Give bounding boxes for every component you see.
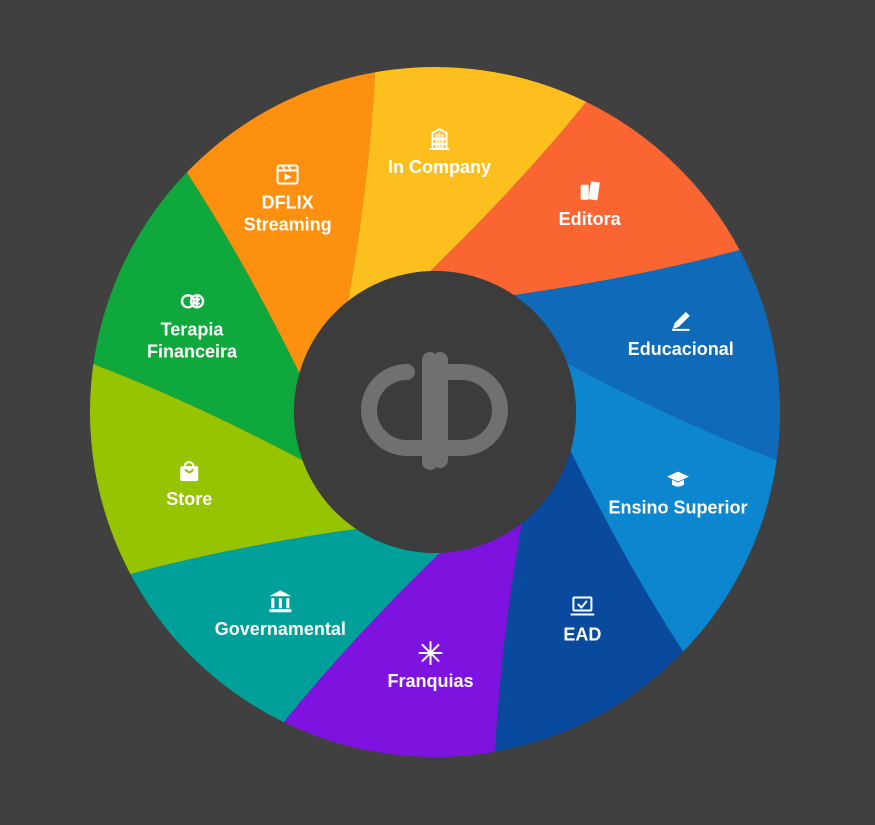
segment-in-company[interactable] (348, 67, 587, 301)
books-icon (580, 181, 600, 201)
logo-d-bowl (361, 364, 438, 456)
icons-layer (180, 127, 690, 665)
segment-label-store: Store (166, 489, 212, 509)
graduation-cap-icon (666, 471, 689, 487)
laptop-icon (570, 596, 595, 616)
segment-terapia-financeira[interactable] (93, 172, 303, 461)
office-building-icon (429, 127, 450, 151)
segment-label-franquias: Franquias (387, 671, 473, 691)
segment-franquias[interactable] (283, 523, 522, 758)
network-icon (418, 640, 443, 665)
segment-label-in-company: In Company (388, 157, 491, 177)
segment-dflix-streaming[interactable] (186, 72, 376, 374)
segment-label-ensino-superior: Ensino Superior (608, 498, 747, 518)
finance-icon (180, 294, 205, 309)
segment-governamental[interactable] (130, 528, 440, 723)
segment-ead[interactable] (494, 450, 684, 752)
segment-label-ead: EAD (563, 625, 601, 645)
segments-layer (90, 67, 780, 758)
pencil-icon (671, 311, 690, 331)
segment-educacional[interactable] (513, 250, 780, 461)
dp-logo (361, 352, 508, 470)
logo-p-bowl (432, 352, 508, 468)
segment-store[interactable] (90, 363, 357, 574)
segment-label-governamental: Governamental (215, 619, 346, 639)
segment-label-editora: Editora (559, 209, 622, 229)
government-building-icon (269, 590, 292, 613)
segment-label-educacional: Educacional (628, 339, 734, 359)
segment-ensino-superior[interactable] (567, 363, 777, 652)
video-player-icon (276, 164, 299, 185)
shopping-bag-icon (180, 461, 199, 482)
